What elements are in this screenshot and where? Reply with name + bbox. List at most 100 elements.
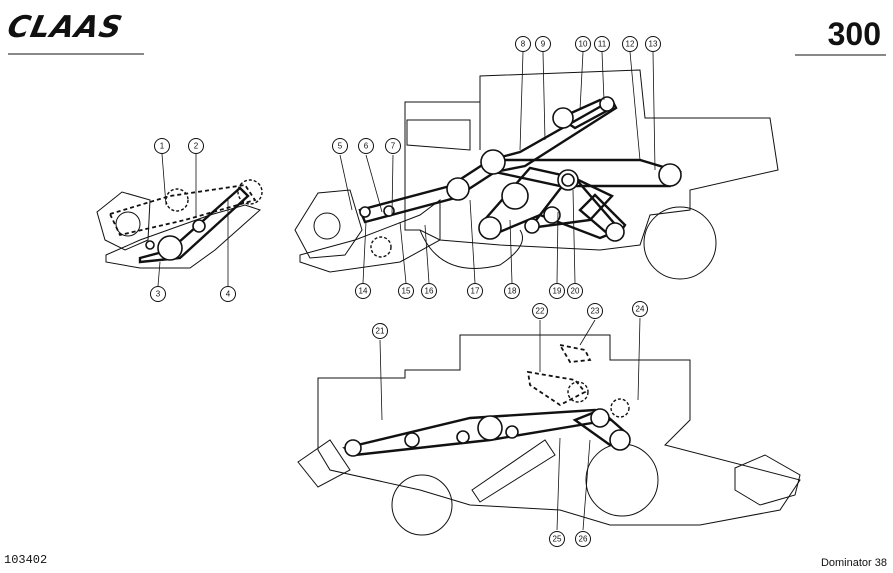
top-pulley-c xyxy=(501,182,529,210)
callout-21: 21 xyxy=(372,323,388,339)
bottom-rear-wheel xyxy=(391,474,453,536)
detail-belt-dashed xyxy=(108,184,257,237)
svg-text:6: 6 xyxy=(364,142,369,151)
top-pulley-h xyxy=(658,163,682,187)
model-name: Dominator 38 xyxy=(820,557,887,569)
callout-24: 24 xyxy=(632,301,648,317)
callout-20: 20 xyxy=(567,283,583,299)
svg-text:18: 18 xyxy=(508,287,517,296)
detail-housing xyxy=(105,204,261,269)
svg-text:7: 7 xyxy=(391,142,396,151)
top-header-table xyxy=(299,199,441,273)
svg-text:9: 9 xyxy=(541,40,546,49)
callout-4: 4 xyxy=(220,286,236,302)
top-cab-window xyxy=(406,119,471,151)
svg-text:25: 25 xyxy=(553,535,562,544)
bottom-combine-view xyxy=(297,334,801,536)
svg-text:1: 1 xyxy=(160,142,165,151)
svg-text:15: 15 xyxy=(402,287,411,296)
detail-idler xyxy=(145,240,155,250)
page-number: 300 xyxy=(827,16,881,52)
top-pulley-f xyxy=(543,206,561,224)
detail-pulley-large xyxy=(157,235,183,261)
svg-text:17: 17 xyxy=(471,287,480,296)
top-combine-view xyxy=(294,69,779,280)
callout-2: 2 xyxy=(188,138,204,154)
svg-text:2: 2 xyxy=(194,142,199,151)
svg-text:21: 21 xyxy=(376,327,385,336)
top-pulley-i xyxy=(552,107,574,129)
top-pulley-k xyxy=(383,205,395,217)
top-upper-belt xyxy=(493,158,682,188)
svg-text:8: 8 xyxy=(521,40,526,49)
callout-26: 26 xyxy=(575,531,591,547)
bottom-pulley-dashed-right xyxy=(610,398,630,418)
top-pulley-a xyxy=(446,177,470,201)
top-pulley-g xyxy=(605,222,625,242)
callout-17: 17 xyxy=(467,283,483,299)
detail-reel-hub xyxy=(115,211,141,237)
svg-text:20: 20 xyxy=(571,287,580,296)
top-pulley-l xyxy=(359,206,371,218)
bottom-auger xyxy=(471,439,556,503)
top-pulley-main-inner xyxy=(561,173,575,187)
bottom-pulley-f xyxy=(609,429,631,451)
svg-text:16: 16 xyxy=(425,287,434,296)
callout-12: 12 xyxy=(622,36,638,52)
detail-pulley-dashed xyxy=(165,188,189,212)
callout-3: 3 xyxy=(150,286,166,302)
callout-15: 15 xyxy=(398,283,414,299)
svg-text:5: 5 xyxy=(338,142,343,151)
callout-23: 23 xyxy=(587,303,603,319)
top-body-outline xyxy=(404,69,779,251)
callout-25: 25 xyxy=(549,531,565,547)
svg-text:22: 22 xyxy=(536,307,545,316)
svg-text:10: 10 xyxy=(579,40,588,49)
top-rear-wheel-arc xyxy=(419,229,523,269)
svg-text:3: 3 xyxy=(156,290,161,299)
top-reel xyxy=(294,189,363,259)
bottom-front-wheel xyxy=(585,443,659,517)
callout-10: 10 xyxy=(575,36,591,52)
bottom-dashed-belt xyxy=(526,370,587,407)
detail-pulley-small xyxy=(192,219,206,233)
top-main-belt xyxy=(358,98,618,224)
bottom-pulley-a xyxy=(344,439,362,457)
bottom-pulley-d xyxy=(505,425,519,439)
top-pulley-e xyxy=(524,218,540,234)
leader-lines xyxy=(157,51,656,531)
bottom-pulley-c xyxy=(456,430,470,444)
callout-7: 7 xyxy=(385,138,401,154)
callout-22: 22 xyxy=(532,303,548,319)
callout-13: 13 xyxy=(645,36,661,52)
bottom-pulley-dashed xyxy=(567,381,589,403)
bottom-pulley-main xyxy=(477,415,503,441)
svg-text:12: 12 xyxy=(626,40,635,49)
bottom-pulley-e xyxy=(590,408,610,428)
top-front-wheel xyxy=(643,206,717,280)
top-reel-hub xyxy=(313,212,341,240)
bottom-dashed-belt-upper xyxy=(558,343,592,363)
bottom-reel xyxy=(734,454,801,506)
callout-6: 6 xyxy=(358,138,374,154)
bottom-main-belt xyxy=(342,408,614,457)
callout-14: 14 xyxy=(355,283,371,299)
top-cross-belt xyxy=(527,174,614,230)
top-pulley-d xyxy=(478,216,502,240)
callout-11: 11 xyxy=(594,36,610,52)
callout-8: 8 xyxy=(515,36,531,52)
svg-text:11: 11 xyxy=(598,40,607,49)
detail-pulley-end xyxy=(237,179,263,205)
callout-16: 16 xyxy=(421,283,437,299)
svg-text:26: 26 xyxy=(579,535,588,544)
top-pulley-j xyxy=(599,96,615,112)
svg-text:14: 14 xyxy=(359,287,368,296)
svg-text:24: 24 xyxy=(636,305,645,314)
detail-view xyxy=(96,179,263,269)
bottom-pulley-b xyxy=(404,432,420,448)
callout-9: 9 xyxy=(535,36,551,52)
bottom-unloader-spout xyxy=(297,439,351,488)
detail-reel xyxy=(96,191,151,251)
